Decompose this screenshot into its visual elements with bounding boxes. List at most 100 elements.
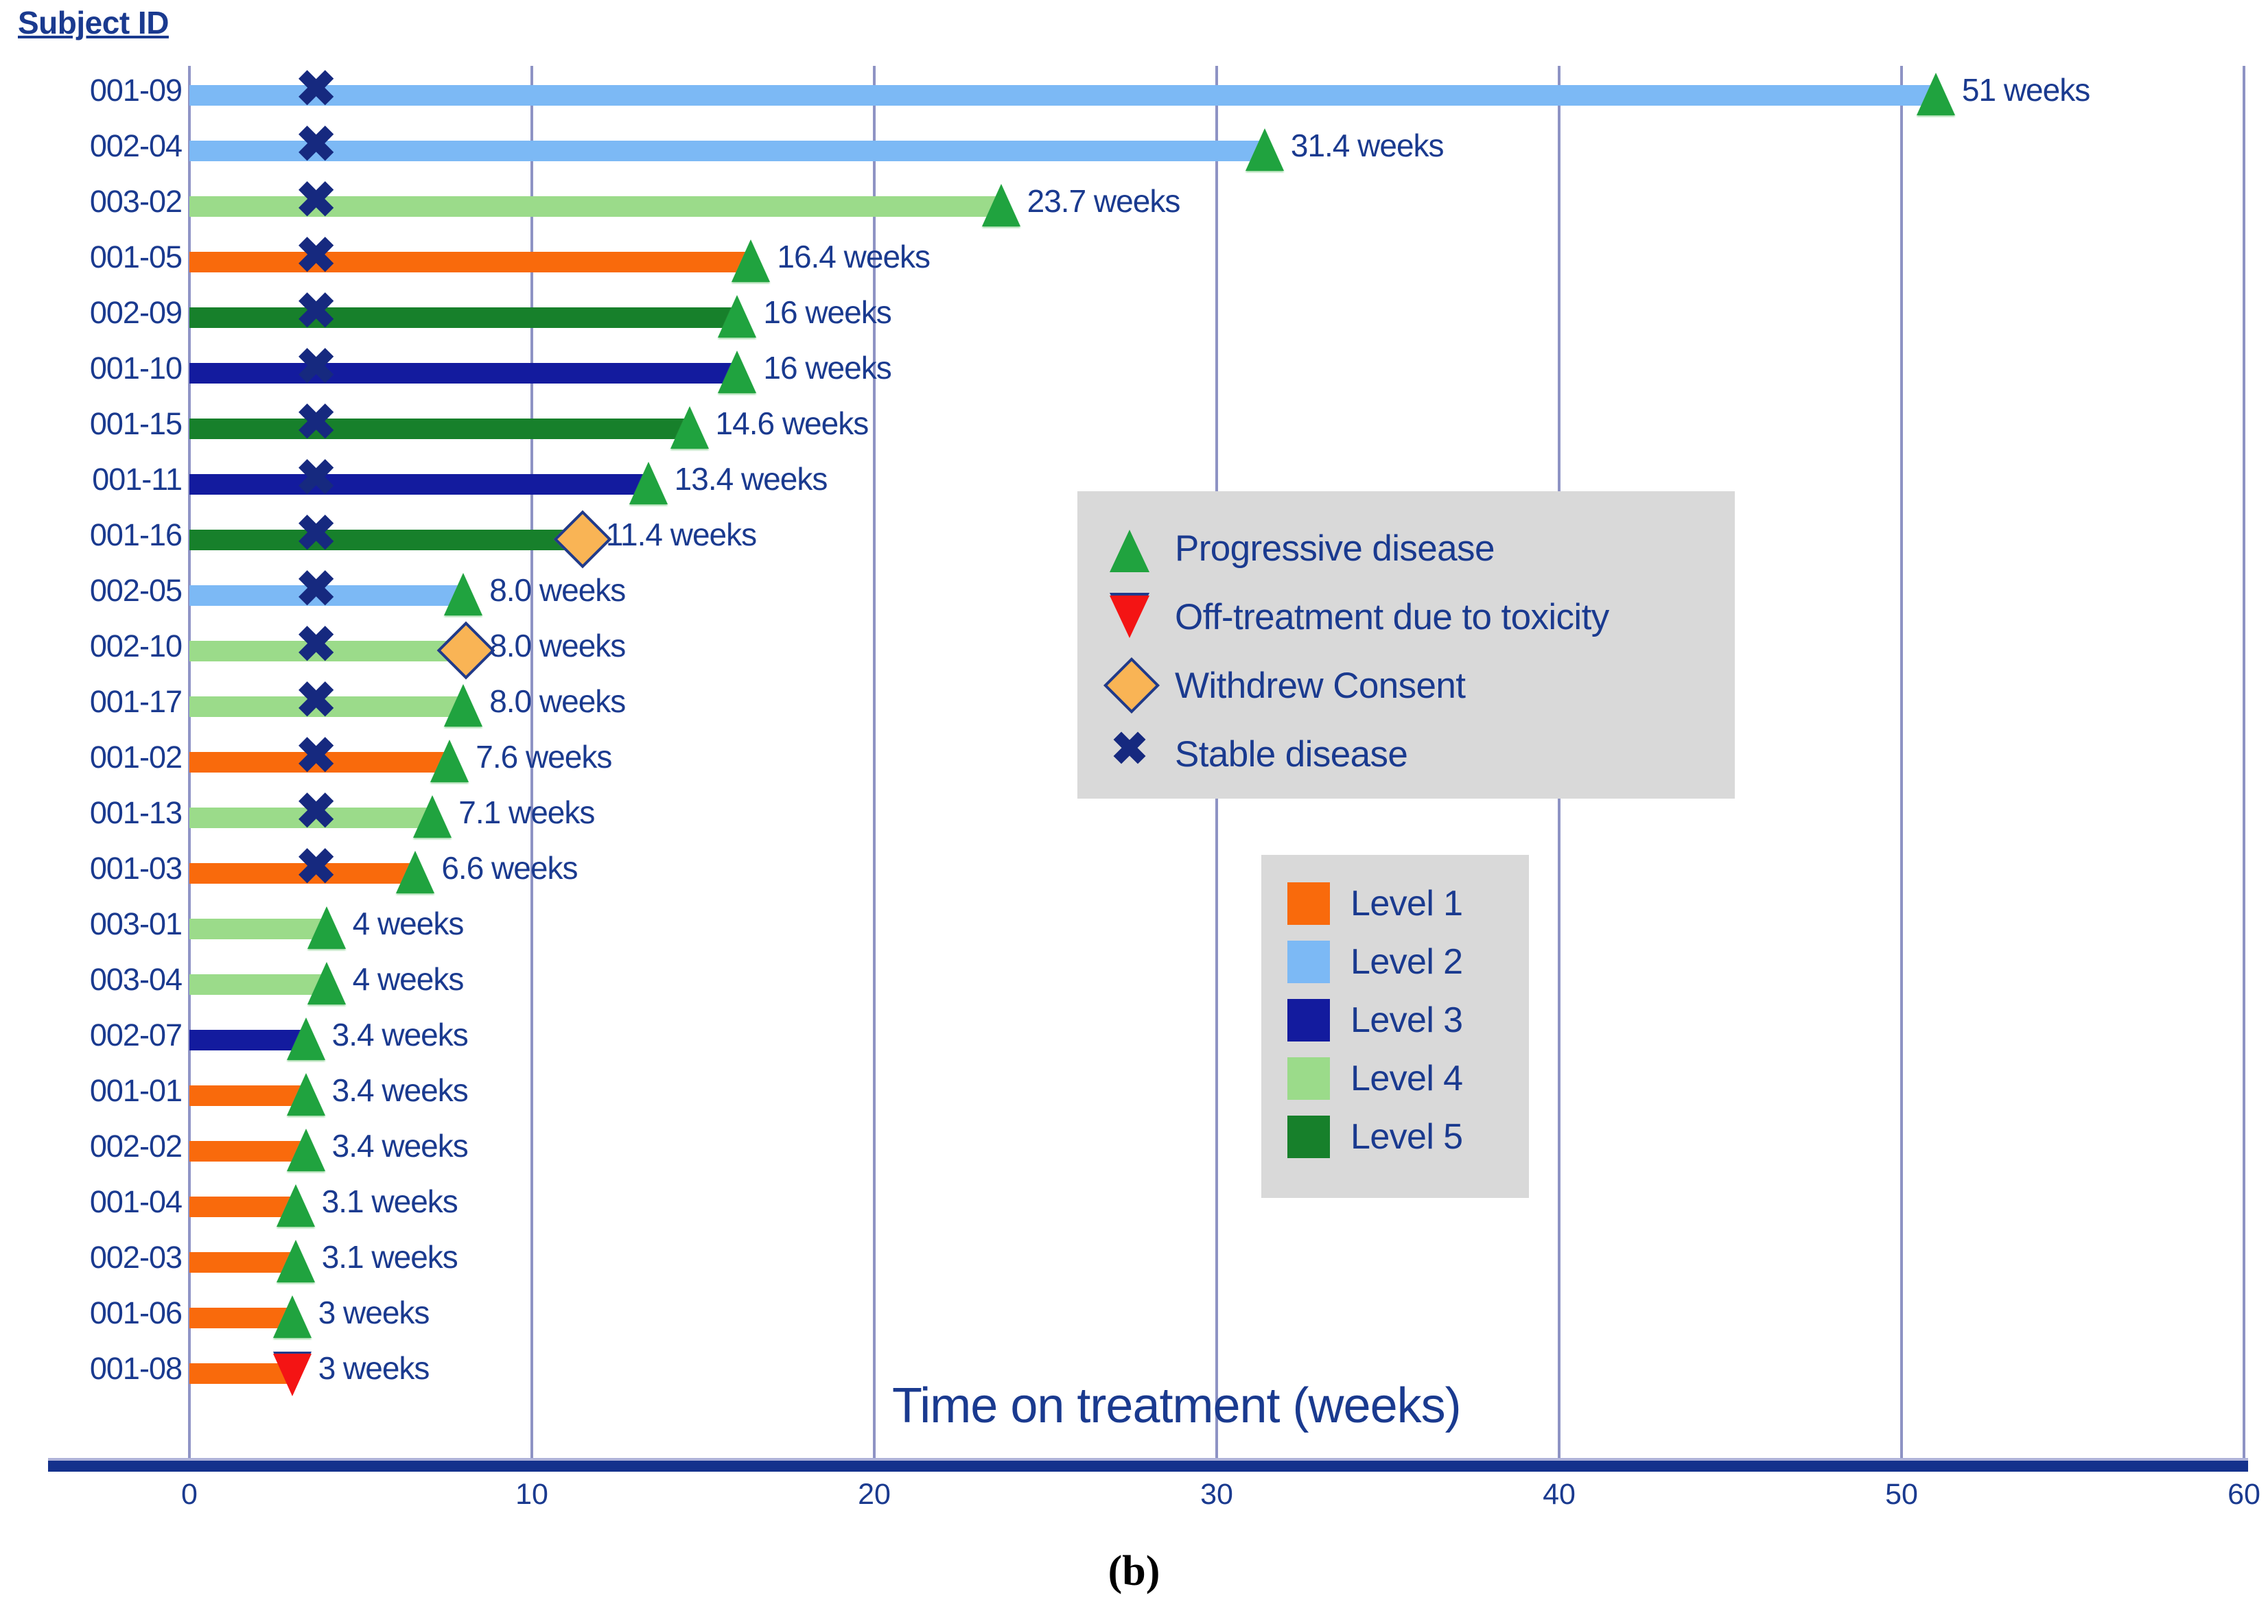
gridline-60 [2243,66,2245,1469]
x-mark-navy-icon: ✖ [295,451,337,506]
treatment-duration-bar[interactable] [189,252,751,272]
duration-label: 3.1 weeks [321,1184,458,1219]
subject-id-label: 001-09 [89,73,183,108]
treatment-duration-bar[interactable] [189,919,327,939]
subject-row[interactable]: 002-04✖31.4 weeks [0,117,2268,178]
treatment-duration-bar[interactable] [189,808,433,828]
xtick-label-0: 0 [181,1478,198,1511]
duration-label: 3 weeks [318,1295,430,1330]
treatment-duration-bar[interactable] [189,863,416,884]
level-legend-label: Level 2 [1351,942,1463,982]
triangle-up-green-icon [1245,128,1284,171]
level-legend-item[interactable]: Level 5 [1287,1116,1463,1158]
duration-label: 8.0 weeks [489,683,626,719]
diamond-orange-icon [436,621,495,680]
level-legend-item[interactable]: Level 1 [1287,882,1463,925]
subject-id-label: 001-03 [89,851,183,886]
duration-label: 7.1 weeks [458,795,595,830]
subject-row[interactable]: 001-13✖7.1 weeks [0,787,2268,845]
triangle-up-green-icon [286,1129,325,1171]
treatment-duration-bar[interactable] [189,530,580,550]
x-axis-line [48,1458,2248,1472]
treatment-duration-bar[interactable] [189,1030,306,1050]
treatment-duration-bar[interactable] [189,363,738,384]
subject-row[interactable]: 001-02✖7.6 weeks [0,731,2268,790]
treatment-duration-bar[interactable] [189,474,648,495]
level-legend-label: Level 3 [1351,1000,1463,1040]
subject-row[interactable]: 001-09✖51 weeks [0,64,2268,123]
level-color-swatch [1287,1116,1330,1158]
x-mark-navy-icon: ✖ [1110,723,1149,774]
triangle-up-green-icon [286,1017,325,1060]
treatment-duration-bar[interactable] [189,752,450,773]
subject-id-column-header: Subject ID [18,5,169,40]
event-legend-item[interactable]: Withdrew Consent [1103,657,1466,714]
x-mark-navy-icon: ✖ [295,562,337,617]
diamond-orange-icon [1103,657,1160,714]
level-legend-item[interactable]: Level 2 [1287,941,1463,983]
treatment-duration-bar[interactable] [189,307,738,328]
treatment-duration-bar[interactable] [189,974,327,995]
triangle-down-red-icon [1109,593,1150,641]
dose-level-legend: Level 1 Level 2 Level 3 Level 4 Level 5 [1261,855,1529,1198]
xtick-label-50: 50 [1885,1478,1918,1511]
subject-id-label: 002-04 [89,128,183,163]
subject-id-label: 002-10 [89,628,183,663]
x-mark-navy-icon: ✖ [295,117,337,172]
xtick-label-40: 40 [1543,1478,1576,1511]
subject-row[interactable]: 001-17✖8.0 weeks [0,676,2268,734]
triangle-up-green-icon [732,239,771,282]
level-legend-item[interactable]: Level 3 [1287,999,1463,1042]
treatment-duration-bar[interactable] [189,419,690,439]
subject-row[interactable]: 001-16✖11.4 weeks [0,506,2268,569]
subject-row[interactable]: 003-02✖23.7 weeks [0,173,2268,234]
triangle-up-green-icon [444,573,483,615]
subject-row[interactable]: 002-09✖16 weeks [0,287,2268,345]
treatment-duration-bar[interactable] [189,85,1936,106]
x-mark-navy-icon: ✖ [295,173,337,228]
subject-row[interactable]: 001-11✖13.4 weeks [0,451,2268,512]
duration-label: 14.6 weeks [715,405,869,441]
duration-label: 16 weeks [763,350,891,386]
subject-id-label: 003-01 [89,906,183,941]
level-color-swatch [1287,999,1330,1042]
subject-row[interactable]: 001-03✖6.6 weeks [0,843,2268,901]
x-axis-title: Time on treatment (weeks) [892,1378,1462,1433]
level-legend-item[interactable]: Level 4 [1287,1057,1463,1100]
subject-id-label: 002-09 [89,295,183,330]
triangle-up-green-icon [1109,524,1150,572]
treatment-duration-bar[interactable] [189,196,1001,217]
subject-row[interactable]: 001-05✖16.4 weeks [0,231,2268,290]
subject-id-label: 002-05 [89,573,183,608]
treatment-duration-bar[interactable] [189,141,1265,161]
triangle-up-green-icon [307,906,346,949]
event-legend-label: Stable disease [1175,733,1408,775]
triangle-up-green-icon [286,1073,325,1116]
triangle-up-green-icon [629,462,668,504]
subject-row[interactable]: 001-15✖14.6 weeks [0,398,2268,456]
event-legend-item[interactable]: ✖ Stable disease [1109,723,1408,778]
treatment-duration-bar[interactable] [189,1141,306,1162]
treatment-duration-bar[interactable] [189,696,464,717]
subject-id-label: 003-02 [89,184,183,219]
treatment-duration-bar[interactable] [189,641,464,661]
level-legend-label: Level 4 [1351,1059,1463,1098]
subject-row[interactable]: 002-10✖8.0 weeks [0,620,2268,680]
treatment-duration-bar[interactable] [189,1085,306,1106]
event-legend-item[interactable]: Progressive disease [1109,524,1495,572]
subject-row[interactable]: 001-10✖16 weeks [0,342,2268,401]
event-legend-item[interactable]: Off-treatment due to toxicity [1109,593,1609,641]
subject-row[interactable]: 002-05✖8.0 weeks [0,562,2268,623]
x-mark-navy-icon: ✖ [295,506,337,561]
treatment-duration-bar[interactable] [189,585,464,606]
